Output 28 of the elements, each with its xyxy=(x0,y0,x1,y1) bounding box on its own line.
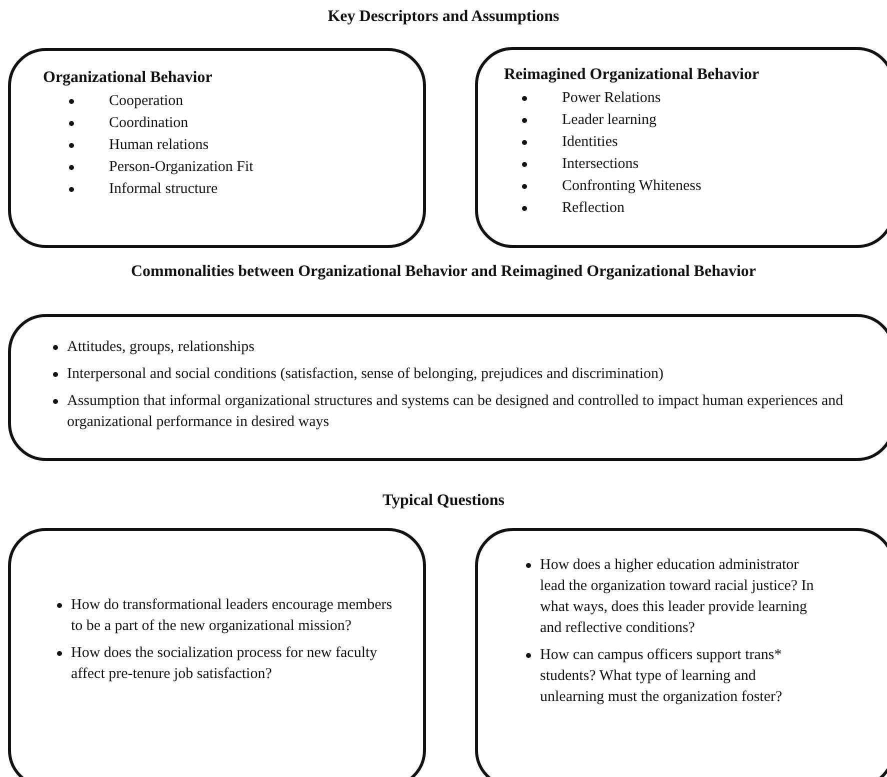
box-heading: Organizational Behavior xyxy=(43,69,214,87)
bullet-text: Assumption that informal organizational structures and systems can be designed and controlled to impact human experiences and organizational performance in desired ways xyxy=(67,392,844,430)
bullet-text: How can campus officers support trans* students? What type of learning and unlearning must the organization foster? xyxy=(540,647,782,705)
bullet-text: Informal structure xyxy=(109,181,218,197)
rounded-box xyxy=(8,314,887,461)
section-heading: Typical Questions xyxy=(382,492,504,510)
rounded-box xyxy=(475,47,887,248)
bullet-text: Human relations xyxy=(109,137,209,153)
rounded-box xyxy=(475,528,887,777)
rounded-box xyxy=(8,48,426,248)
section-heading: Commonalities between Organizational Behavior and Reimagined Organizational Behavior xyxy=(130,263,756,281)
bullet-text: Person-Organization Fit xyxy=(109,159,254,175)
bullet-text: How does a higher education administrator lead the organization toward racial justice? In what ways, does this leader provide learning and reflective conditions? xyxy=(540,557,814,636)
box-heading: Reimagined Organizational Behavior xyxy=(504,66,760,84)
bullet-text: Cooperation xyxy=(109,93,184,109)
rounded-box xyxy=(8,528,426,777)
bullet-text: Coordination xyxy=(109,115,188,131)
bullet-text: Identities xyxy=(562,134,618,150)
diagram-title: Key Descriptors and Assumptions xyxy=(328,8,560,26)
bullet-text: How do transformational leaders encourage members to be a part of the new organizational mission? xyxy=(71,597,392,634)
bullet-text: Leader learning xyxy=(562,112,657,128)
bullet-text: Reflection xyxy=(562,200,624,216)
bullet-text: Intersections xyxy=(562,156,639,172)
bullet-text: How does the socialization process for new faculty affect pre-tenure job satisfaction? xyxy=(71,645,378,682)
bullet-text: Power Relations xyxy=(562,90,661,106)
bullet-text: Attitudes, groups, relationships xyxy=(67,338,254,354)
bullet-text: Interpersonal and social conditions (satisfaction, sense of belonging, prejudices and discrimination) xyxy=(67,366,664,382)
bullet-text: Confronting Whiteness xyxy=(562,178,702,194)
